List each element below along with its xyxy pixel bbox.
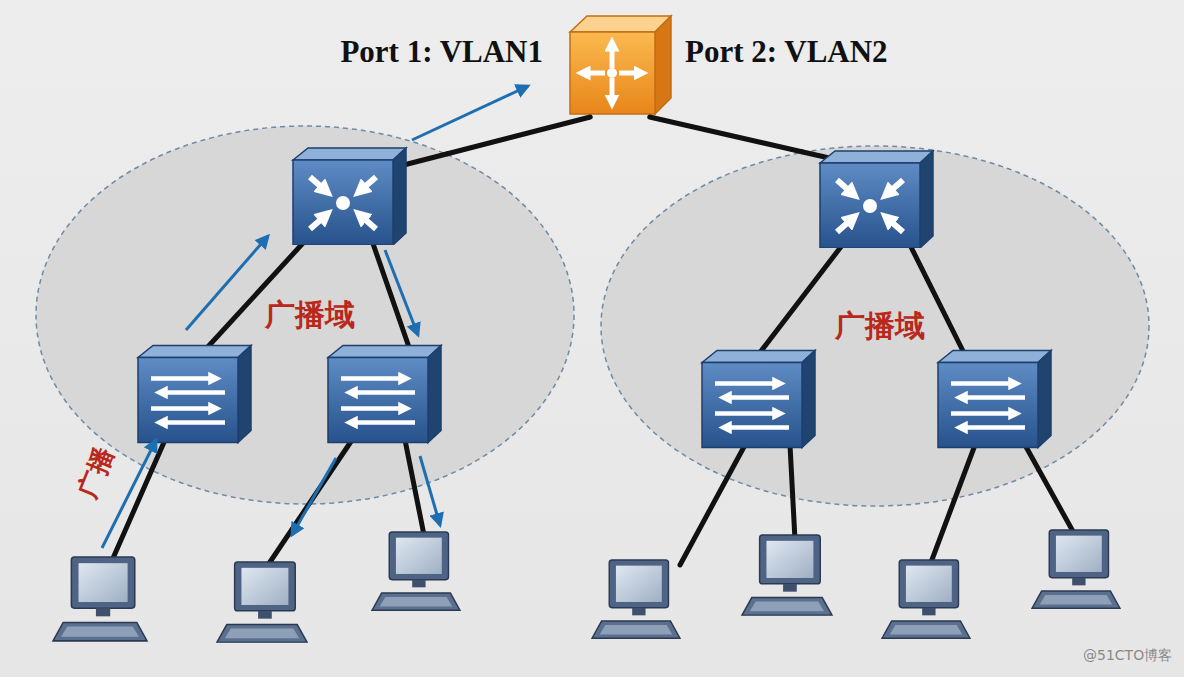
trunk-connector — [650, 117, 802, 152]
label-wrap: 广播 — [70, 455, 122, 490]
use-shape — [372, 532, 460, 610]
text-wrap: Port 2: VLAN2 — [685, 34, 888, 70]
trunk-connector — [448, 117, 591, 154]
use-shape — [217, 562, 307, 642]
text-wrap: 广播域 — [265, 295, 355, 336]
domain-outline — [601, 146, 1149, 506]
text-wrap: Port 1: VLAN1 — [340, 34, 543, 70]
broadcast-domain: 广播域 — [600, 145, 1150, 507]
domain-label: 广播域 — [835, 308, 925, 343]
port-label: Port 2: VLAN2 — [685, 34, 888, 69]
use-shape — [882, 560, 970, 638]
use-shape — [53, 557, 147, 641]
label-wrap: @51CTO博客 — [1083, 645, 1172, 665]
router-symbol — [570, 16, 671, 114]
watermark: @51CTO博客 — [1083, 647, 1172, 665]
domain-outline — [36, 126, 574, 504]
use-shape — [742, 535, 832, 615]
router-icon — [565, 12, 675, 117]
port-label: Port 1: VLAN1 — [340, 34, 543, 69]
text-wrap: 广播域 — [835, 306, 925, 347]
use-shape — [1032, 530, 1120, 608]
use-shape — [592, 560, 680, 638]
domain-label: 广播域 — [265, 297, 355, 332]
broadcast-label: 广播 — [70, 442, 122, 503]
router-node: Port 1: VLAN1Port 2: VLAN2 — [565, 12, 675, 117]
line-shape — [412, 86, 528, 140]
broadcast-domain: 广播域 — [35, 125, 575, 505]
